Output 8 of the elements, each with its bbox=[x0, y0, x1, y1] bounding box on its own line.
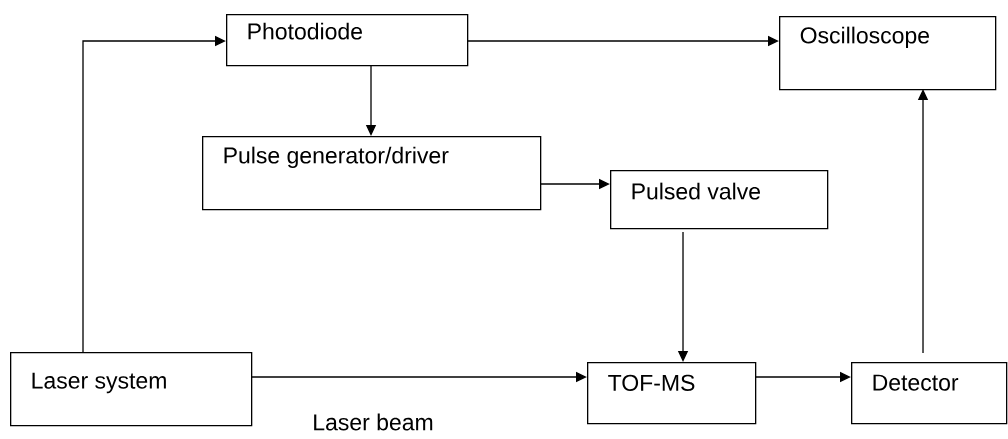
process-box: TOF-MS bbox=[587, 362, 757, 425]
process-box: Photodiode bbox=[226, 14, 469, 67]
process-box: Oscilloscope bbox=[779, 16, 997, 91]
process-box: Detector bbox=[851, 362, 1008, 425]
arrow bbox=[82, 35, 226, 353]
process-box: Laser system bbox=[10, 352, 253, 427]
process-box: Pulse generator/driver bbox=[202, 136, 542, 211]
process-box: Pulsed valve bbox=[610, 170, 829, 230]
